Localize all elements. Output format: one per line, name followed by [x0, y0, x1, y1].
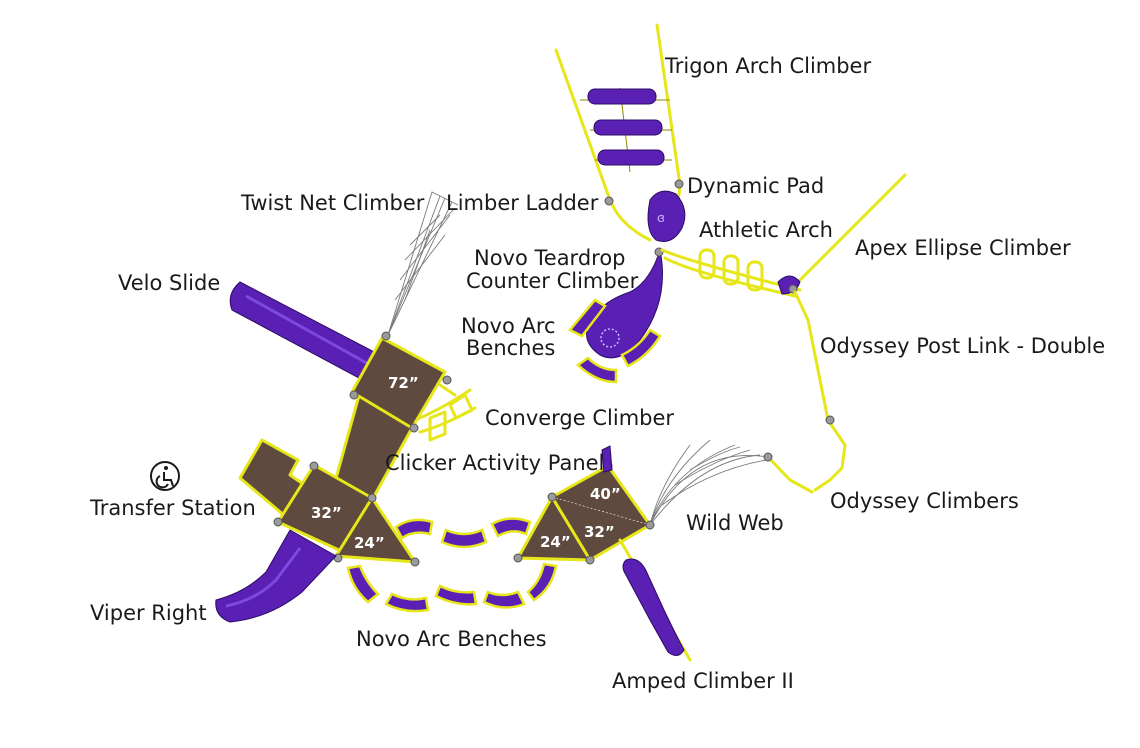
deck-label-32-right: 32” — [584, 523, 615, 541]
deck-label-72: 72” — [388, 374, 419, 392]
deck-label-32-left: 32” — [311, 504, 342, 522]
svg-text:ɞ: ɞ — [657, 211, 665, 225]
label-novo-arc-benches-top-line2: Benches — [466, 336, 555, 360]
clicker-activity-panel — [601, 445, 613, 473]
label-apex-ellipse-climber: Apex Ellipse Climber — [855, 236, 1071, 260]
deck-label-24-right: 24” — [540, 533, 571, 551]
label-novo-teardrop-line2: Counter Climber — [466, 269, 639, 293]
odyssey-climbers — [766, 455, 814, 494]
label-transfer-station: Transfer Station — [89, 496, 256, 520]
label-wild-web: Wild Web — [686, 511, 784, 535]
label-converge-climber: Converge Climber — [485, 406, 674, 430]
label-athletic-arch: Athletic Arch — [699, 218, 833, 242]
label-limber-ladder: Limber Ladder — [446, 191, 599, 215]
novo-arc-benches-bottom — [346, 517, 558, 613]
athletic-arch — [660, 248, 802, 298]
label-amped-climber-ii: Amped Climber II — [612, 669, 794, 693]
label-twist-net-climber: Twist Net Climber — [240, 191, 425, 215]
dynamic-pad: ɞ — [647, 190, 686, 242]
label-novo-arc-benches-top-line1: Novo Arc — [461, 314, 556, 338]
wild-web — [649, 439, 773, 526]
apex-ellipse-climber — [777, 173, 907, 295]
novo-arc-benches-top — [568, 298, 662, 384]
viper-right-slide — [215, 529, 337, 623]
deck-structure-left — [238, 331, 452, 567]
label-clicker-activity-panel: Clicker Activity Panel — [385, 451, 604, 475]
odyssey-post-link-double — [793, 290, 847, 492]
label-novo-teardrop-line1: Novo Teardrop — [474, 246, 626, 270]
twist-net-climber — [387, 191, 459, 336]
label-dynamic-pad: Dynamic Pad — [687, 174, 824, 198]
deck-label-40: 40” — [590, 485, 621, 503]
label-novo-arc-benches-bottom: Novo Arc Benches — [356, 627, 547, 651]
trigon-arch-climber — [554, 23, 684, 242]
wheelchair-icon — [150, 461, 180, 491]
deck-structure-right — [513, 461, 655, 565]
amped-climber-ii — [618, 538, 692, 662]
label-trigon-arch-climber: Trigon Arch Climber — [664, 54, 871, 78]
label-odyssey-climbers: Odyssey Climbers — [830, 489, 1019, 513]
deck-label-24-left: 24” — [354, 534, 385, 552]
label-velo-slide: Velo Slide — [118, 271, 220, 295]
label-odyssey-post-link: Odyssey Post Link - Double — [820, 334, 1105, 358]
label-viper-right: Viper Right — [90, 601, 207, 625]
velo-slide — [229, 281, 381, 386]
